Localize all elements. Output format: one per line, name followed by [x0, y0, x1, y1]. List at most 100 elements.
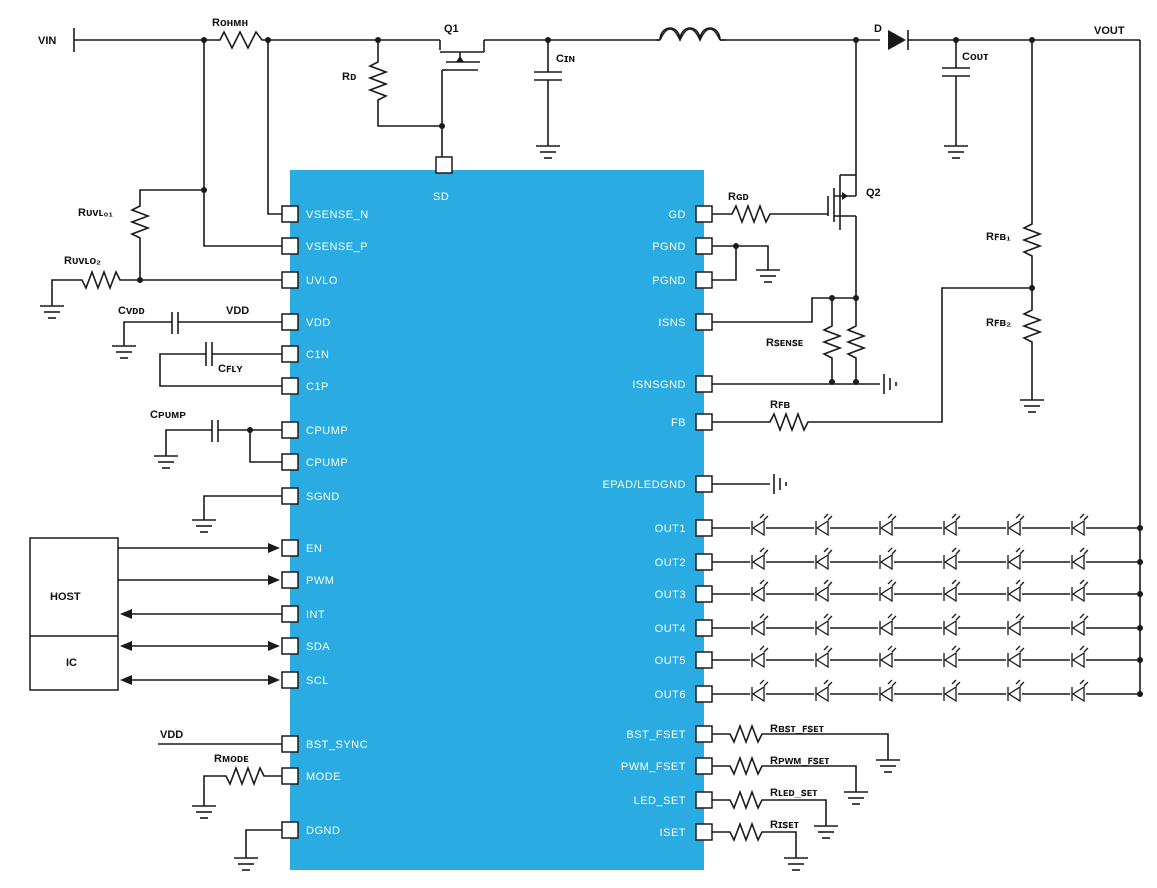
r-led-set-label: Rʟᴇᴅ_ꜱᴇᴛ	[770, 787, 818, 799]
led-icon	[1006, 613, 1025, 637]
r-mode-resistor	[203, 765, 282, 806]
left-pin-label: EN	[306, 543, 322, 555]
right-pin-box	[695, 413, 713, 431]
cin-label: Cɪɴ	[556, 53, 575, 65]
right-pin-label: OUT5	[655, 655, 686, 667]
right-pin-box	[695, 757, 713, 775]
left-pin-label: SGND	[306, 491, 340, 503]
led-icon	[1006, 645, 1025, 669]
led-icon	[750, 645, 769, 669]
led-icon	[878, 645, 897, 669]
set-resistor	[712, 821, 797, 858]
right-pin-box	[695, 619, 713, 637]
rd-label: Rᴅ	[342, 71, 356, 83]
left-pin-label: C1P	[306, 381, 329, 393]
host-signal-arrows	[118, 543, 282, 685]
rsense-label: Rꜱᴇɴꜱᴇ	[766, 337, 804, 349]
r-uvlo2-label: Rᴜᴠʟᴏ₂	[64, 255, 101, 267]
rmode-label: Rᴍᴏᴅᴇ	[214, 753, 249, 765]
r-fb1-resistor	[1021, 40, 1043, 288]
led-icon	[942, 547, 961, 571]
set-ground-icon	[784, 857, 808, 871]
r-fb2-resistor	[1021, 288, 1043, 400]
led-icon	[814, 547, 833, 571]
left-pin-label: BST_SYNC	[306, 739, 368, 751]
right-pin-label: OUT6	[655, 689, 686, 701]
left-pin-label: VSENSE_P	[306, 241, 368, 253]
left-pin-label: SCL	[306, 675, 329, 687]
right-pin-box	[695, 585, 713, 603]
left-pin-label: MODE	[306, 771, 341, 783]
set-resistor	[712, 755, 857, 792]
rfb2-label: Rꜰʙ₂	[986, 317, 1011, 329]
left-pin-label: UVLO	[306, 275, 338, 287]
led-icon	[1006, 513, 1025, 537]
led-icon	[942, 679, 961, 703]
rfb2-ground-icon	[1020, 399, 1044, 413]
right-pin-box	[695, 271, 713, 289]
ic-label: IC	[66, 657, 77, 669]
host-ic-block	[29, 537, 119, 691]
led-icon	[814, 679, 833, 703]
diode-label: D	[874, 23, 882, 35]
r-bst-fset-label: Rʙꜱᴛ_ꜰꜱᴇᴛ	[770, 723, 825, 735]
right-pin-box	[695, 475, 713, 493]
right-pin-label: PWM_FSET	[621, 761, 686, 773]
left-pin-box	[281, 205, 299, 223]
r-pwm-fset-label: Rᴘᴡᴍ_ꜰꜱᴇᴛ	[770, 755, 830, 767]
right-pin-box	[695, 205, 713, 223]
left-pin-box	[281, 313, 299, 331]
set-resistors	[712, 723, 900, 871]
r-uvlo2-resistor	[51, 269, 140, 306]
pin-sd-label: SD	[433, 191, 449, 203]
right-pin-label: FB	[671, 417, 686, 429]
right-pin-box	[695, 823, 713, 841]
led-icon	[1070, 645, 1089, 669]
right-pin-label: OUT3	[655, 589, 686, 601]
left-pin-box	[281, 671, 299, 689]
led-icon	[750, 513, 769, 537]
left-pin-box	[281, 237, 299, 255]
led-icon	[814, 613, 833, 637]
right-pin-label: ISNS	[658, 317, 686, 329]
led-icon	[878, 547, 897, 571]
right-pin-label: EPAD/LEDGND	[602, 479, 686, 491]
right-pins-group: GDPGNDPGNDISNSISNSGNDFBEPAD/LEDGNDOUT1OU…	[602, 205, 713, 841]
r-fb-resistor	[712, 287, 1032, 433]
left-pin-box	[281, 605, 299, 623]
diode-d	[888, 30, 906, 50]
cpump-label: Cᴘᴜᴍᴘ	[150, 409, 186, 421]
left-pin-box	[281, 821, 299, 839]
set-ground-icon	[876, 759, 900, 773]
r-sense-resistor-1	[821, 298, 843, 382]
right-pin-box	[695, 313, 713, 331]
led-icon	[1070, 679, 1089, 703]
vout-label: VOUT	[1094, 25, 1125, 37]
led-icon	[1070, 513, 1089, 537]
set-ground-icon	[814, 825, 838, 839]
vdd-bottom-label: VDD	[160, 729, 183, 741]
r-ohmsh-label: Rᴏʜᴍʜ	[212, 17, 248, 29]
set-resistor	[712, 723, 889, 760]
left-pin-label: CPUMP	[306, 457, 348, 469]
left-pin-box	[281, 487, 299, 505]
led-icon	[1006, 679, 1025, 703]
left-pin-box	[281, 735, 299, 753]
led-icon	[878, 579, 897, 603]
led-icon	[814, 513, 833, 537]
led-icon	[750, 547, 769, 571]
mode-ground-icon	[192, 805, 216, 819]
right-pin-label: PGND	[652, 275, 686, 287]
vin-net: VIN	[38, 28, 210, 52]
led-icon	[942, 613, 961, 637]
right-pin-box	[695, 791, 713, 809]
cout-ground-icon	[944, 145, 968, 159]
right-pin-label: OUT4	[655, 623, 686, 635]
right-pin-box	[695, 685, 713, 703]
set-resistor	[712, 789, 827, 826]
inductor-coils	[659, 28, 721, 42]
left-pins-group: VSENSE_NVSENSE_PUVLOVDDC1NC1PCPUMPCPUMPS…	[281, 205, 368, 839]
right-pin-box	[695, 725, 713, 743]
